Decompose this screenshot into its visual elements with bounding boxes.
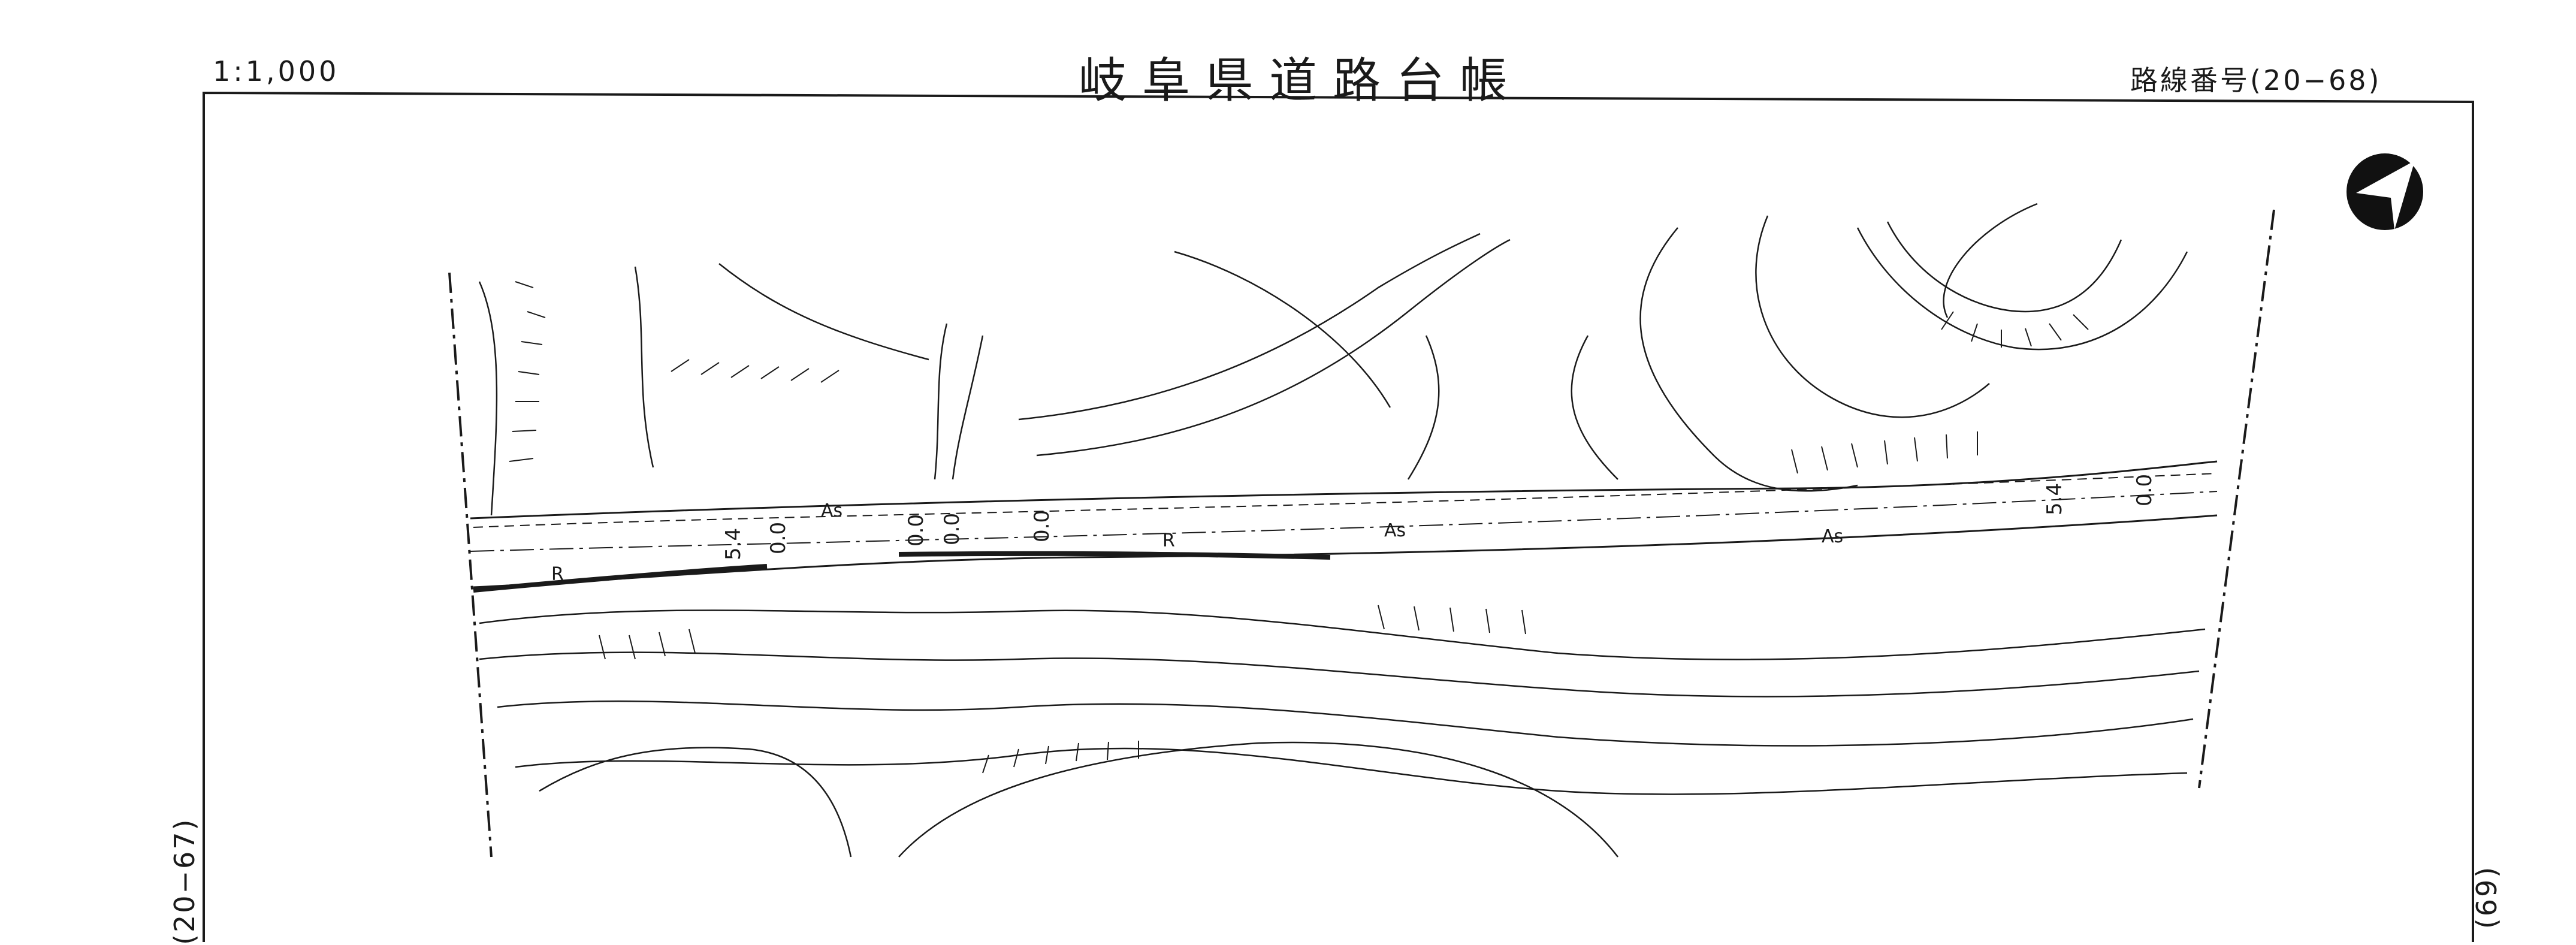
width-label: 0.0: [766, 522, 790, 554]
page-title: 岐阜県道路台帳: [1079, 53, 1523, 108]
road: [470, 460, 2218, 593]
map-scale: 1:1,000: [213, 55, 340, 87]
north-arrow-icon: [2347, 153, 2423, 230]
width-label: 5.4: [2043, 483, 2067, 515]
contours: [479, 609, 2206, 858]
surface-label: As: [821, 500, 842, 521]
width-label: 0.0: [1030, 510, 1054, 542]
width-label: 0.0: [940, 513, 964, 545]
width-label: 5.4: [721, 528, 745, 560]
surface-label: As: [1822, 526, 1843, 547]
surface-label: As: [1384, 520, 1406, 541]
side-label: R: [551, 564, 564, 585]
side-label: R: [1162, 530, 1175, 551]
sheet-frame: [203, 91, 2474, 942]
width-label: 0.0: [904, 514, 928, 547]
road-labels: 5.4 0.0 0.0 0.0 0.0 5.4 0.0 As As As R R: [551, 474, 2157, 585]
survey-boundary: [448, 209, 2275, 858]
terrain-north: [478, 203, 2188, 516]
width-label: 0.0: [2133, 474, 2157, 506]
route-number: 路線番号(20−68): [2130, 64, 2382, 96]
slope-hatching: [509, 281, 2089, 774]
